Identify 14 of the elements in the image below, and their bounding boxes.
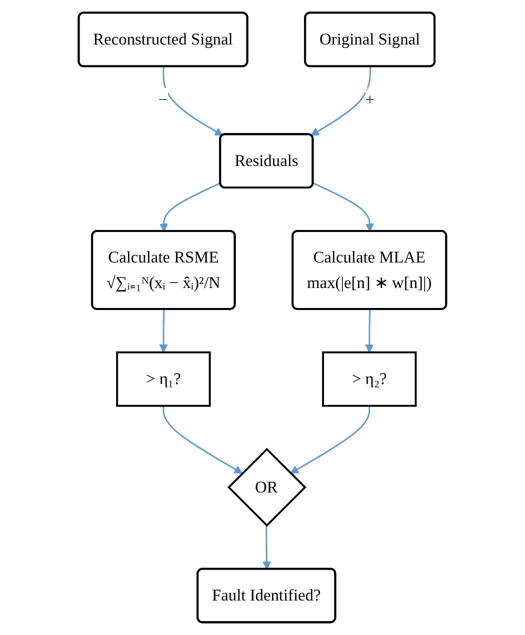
arrow (262, 525, 272, 570)
arrow (162, 406, 243, 474)
arrow (310, 66, 372, 136)
node-diamond: OR (227, 448, 306, 527)
node-box: > η₂? (322, 351, 417, 407)
arrow (160, 182, 221, 232)
edge-label: + (365, 90, 375, 110)
arrow (159, 309, 168, 353)
arrow (312, 182, 374, 232)
arrow (162, 66, 224, 136)
arrow (365, 309, 374, 353)
node-box: > η₁? (116, 351, 211, 407)
arrow (290, 406, 370, 474)
edge-label: − (158, 90, 168, 110)
